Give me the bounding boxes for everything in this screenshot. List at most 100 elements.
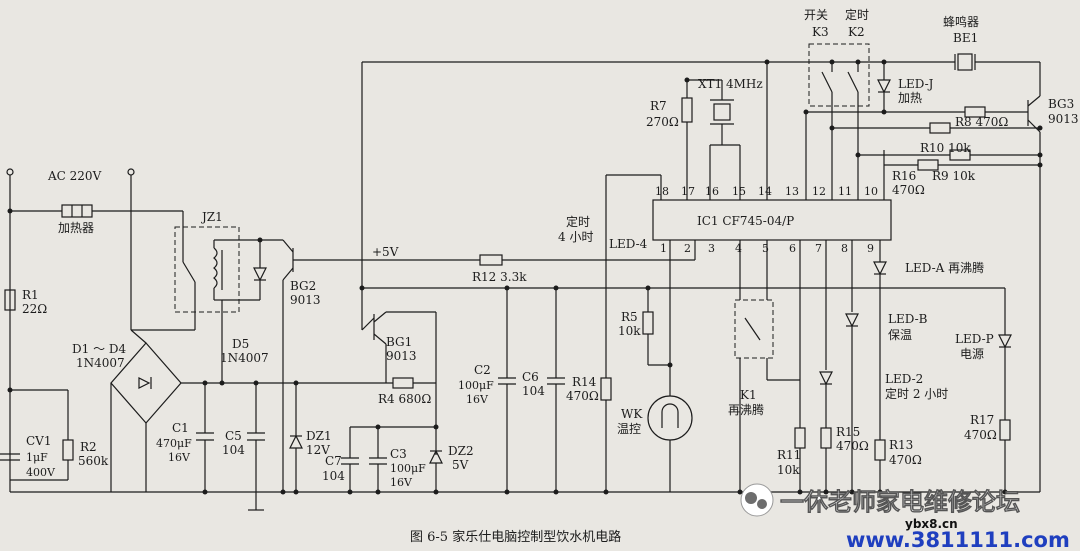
label-bg3: BG3 bbox=[1048, 97, 1074, 111]
ic-pin-top: 13 bbox=[785, 185, 799, 198]
label-ledj-name: 加热 bbox=[898, 91, 922, 105]
wires bbox=[0, 43, 1041, 511]
label-r15-value: 470Ω bbox=[836, 439, 869, 453]
label-bg2-value: 9013 bbox=[290, 293, 321, 307]
label-cv1: CV1 bbox=[26, 434, 51, 448]
label-wk: WK bbox=[621, 407, 643, 421]
label-heater: 加热器 bbox=[58, 221, 94, 235]
label-dz2: DZ2 bbox=[448, 444, 474, 458]
label-cv1-cap: 1μF bbox=[26, 451, 48, 464]
label-r13: R13 bbox=[889, 438, 913, 452]
ic-pin-bottom: 7 bbox=[815, 242, 822, 255]
ic-pin-top: 10 bbox=[864, 185, 878, 198]
label-c6: C6 bbox=[522, 370, 539, 384]
label-ledj: LED-J bbox=[898, 77, 934, 91]
ic-pin-bottom: 2 bbox=[684, 242, 691, 255]
label-d1d4: D1 ～ D4 bbox=[72, 342, 127, 356]
label-ledb: LED-B bbox=[888, 312, 928, 326]
label-k2-header: 定时 bbox=[845, 7, 869, 22]
label-cv1-volt: 400V bbox=[26, 466, 56, 479]
label-c5-value: 104 bbox=[222, 443, 245, 457]
wechat-logo-bubble bbox=[757, 499, 767, 509]
label-ic1: IC1 CF745-04/P bbox=[697, 214, 794, 228]
label-c7: C7 bbox=[325, 454, 342, 468]
label-be1: BE1 bbox=[953, 31, 978, 45]
label-ac: AC 220V bbox=[47, 169, 102, 183]
label-led4-line1: 定时 bbox=[566, 214, 590, 229]
label-k3-header: 开关 bbox=[804, 8, 828, 22]
label-dz1: DZ1 bbox=[306, 429, 332, 443]
label-dz1-value: 12V bbox=[306, 443, 330, 457]
label-d1d4-value: 1N4007 bbox=[76, 356, 125, 370]
ic-body bbox=[652, 199, 892, 241]
ic-pin-bottom: 9 bbox=[867, 242, 874, 255]
label-leda: LED-A 再沸腾 bbox=[905, 260, 984, 275]
label-r14: R14 bbox=[572, 375, 597, 389]
label-buzzer: 蜂鸣器 bbox=[943, 14, 979, 29]
ic-pin-bottom: 3 bbox=[708, 242, 715, 255]
label-r1: R1 bbox=[22, 288, 39, 302]
ic-pin-bottom: 6 bbox=[789, 242, 796, 255]
label-c1-cap: 470μF bbox=[156, 437, 192, 450]
label-r7-value: 270Ω bbox=[646, 115, 679, 129]
label-c6-value: 104 bbox=[522, 384, 545, 398]
label-c5: C5 bbox=[225, 429, 242, 443]
label-r13-value: 470Ω bbox=[889, 453, 922, 467]
label-r2-value: 560k bbox=[78, 454, 109, 468]
ic-pin-bottom: 4 bbox=[735, 242, 742, 255]
label-r7: R7 bbox=[650, 99, 667, 113]
label-r11-value: 10k bbox=[777, 463, 800, 477]
label-r17-value: 470Ω bbox=[964, 428, 997, 442]
label-c3-cap: 100μF bbox=[390, 462, 426, 475]
label-r16-value: 470Ω bbox=[892, 183, 925, 197]
label-r5: R5 bbox=[621, 310, 638, 324]
ic-pin-top: 11 bbox=[838, 185, 852, 198]
label-ledb-name: 保温 bbox=[888, 328, 912, 342]
label-k1: K1 bbox=[740, 388, 757, 402]
label-r5-value: 10k bbox=[618, 324, 641, 338]
label-r8: R8 470Ω bbox=[955, 115, 1008, 129]
label-k3: K3 bbox=[812, 25, 829, 39]
label-led4-line2: 4 小时 bbox=[558, 230, 593, 244]
label-r4: R4 680Ω bbox=[378, 392, 431, 406]
label-c7-value: 104 bbox=[322, 469, 345, 483]
label-r14-value: 470Ω bbox=[566, 389, 599, 403]
label-r15: R15 bbox=[836, 425, 860, 439]
watermark-site-small: ybx8.cn bbox=[905, 517, 958, 531]
label-bg1-value: 9013 bbox=[386, 349, 417, 363]
label-r9: R9 10k bbox=[932, 169, 976, 183]
label-r2: R2 bbox=[80, 440, 97, 454]
label-led2-name: 定时 2 小时 bbox=[885, 386, 948, 401]
label-d5: D5 bbox=[232, 337, 249, 351]
ic-pin-bottom: 5 bbox=[762, 242, 769, 255]
ic-pin-top: 14 bbox=[758, 185, 772, 198]
label-c2-volt: 16V bbox=[466, 393, 489, 406]
ic-pin-numbers: 18 17 16 15 14 13 12 11 10 1 2 3 4 5 6 7… bbox=[655, 185, 878, 255]
label-wk-name: 温控 bbox=[617, 422, 641, 436]
figure-caption: 图 6-5 家乐仕电脑控制型饮水机电路 bbox=[410, 529, 621, 545]
ic-pin-bottom: 8 bbox=[841, 242, 848, 255]
label-led4: LED-4 bbox=[609, 237, 648, 251]
label-r1-value: 22Ω bbox=[22, 302, 47, 316]
label-c2-cap: 100μF bbox=[458, 379, 494, 392]
watermark: 一休老师家电维修论坛 ybx8.cn www.3811111.com bbox=[740, 483, 1070, 551]
ic-pin-top: 15 bbox=[732, 185, 746, 198]
ic-pin-bottom: 1 bbox=[660, 242, 667, 255]
component-labels: AC 220V 加热器 JZ1 R1 22Ω D1 ～ D4 1N4007 CV… bbox=[22, 7, 1079, 489]
ic-pin-top: 16 bbox=[705, 185, 719, 198]
label-r10: R10 10k bbox=[920, 141, 971, 155]
wechat-logo-bubble bbox=[745, 492, 757, 504]
ic-pin-top: 17 bbox=[681, 185, 695, 198]
label-bg1: BG1 bbox=[386, 335, 412, 349]
label-led2: LED-2 bbox=[885, 372, 923, 386]
label-c1-volt: 16V bbox=[168, 451, 191, 464]
label-jz1: JZ1 bbox=[200, 210, 223, 224]
label-r16: R16 bbox=[892, 169, 916, 183]
label-c1: C1 bbox=[172, 421, 189, 435]
junction-dots bbox=[7, 59, 1043, 495]
watermark-forum: 一休老师家电维修论坛 bbox=[780, 488, 1020, 516]
label-plus5v: +5V bbox=[372, 245, 399, 259]
label-ledp: LED-P bbox=[955, 332, 994, 346]
